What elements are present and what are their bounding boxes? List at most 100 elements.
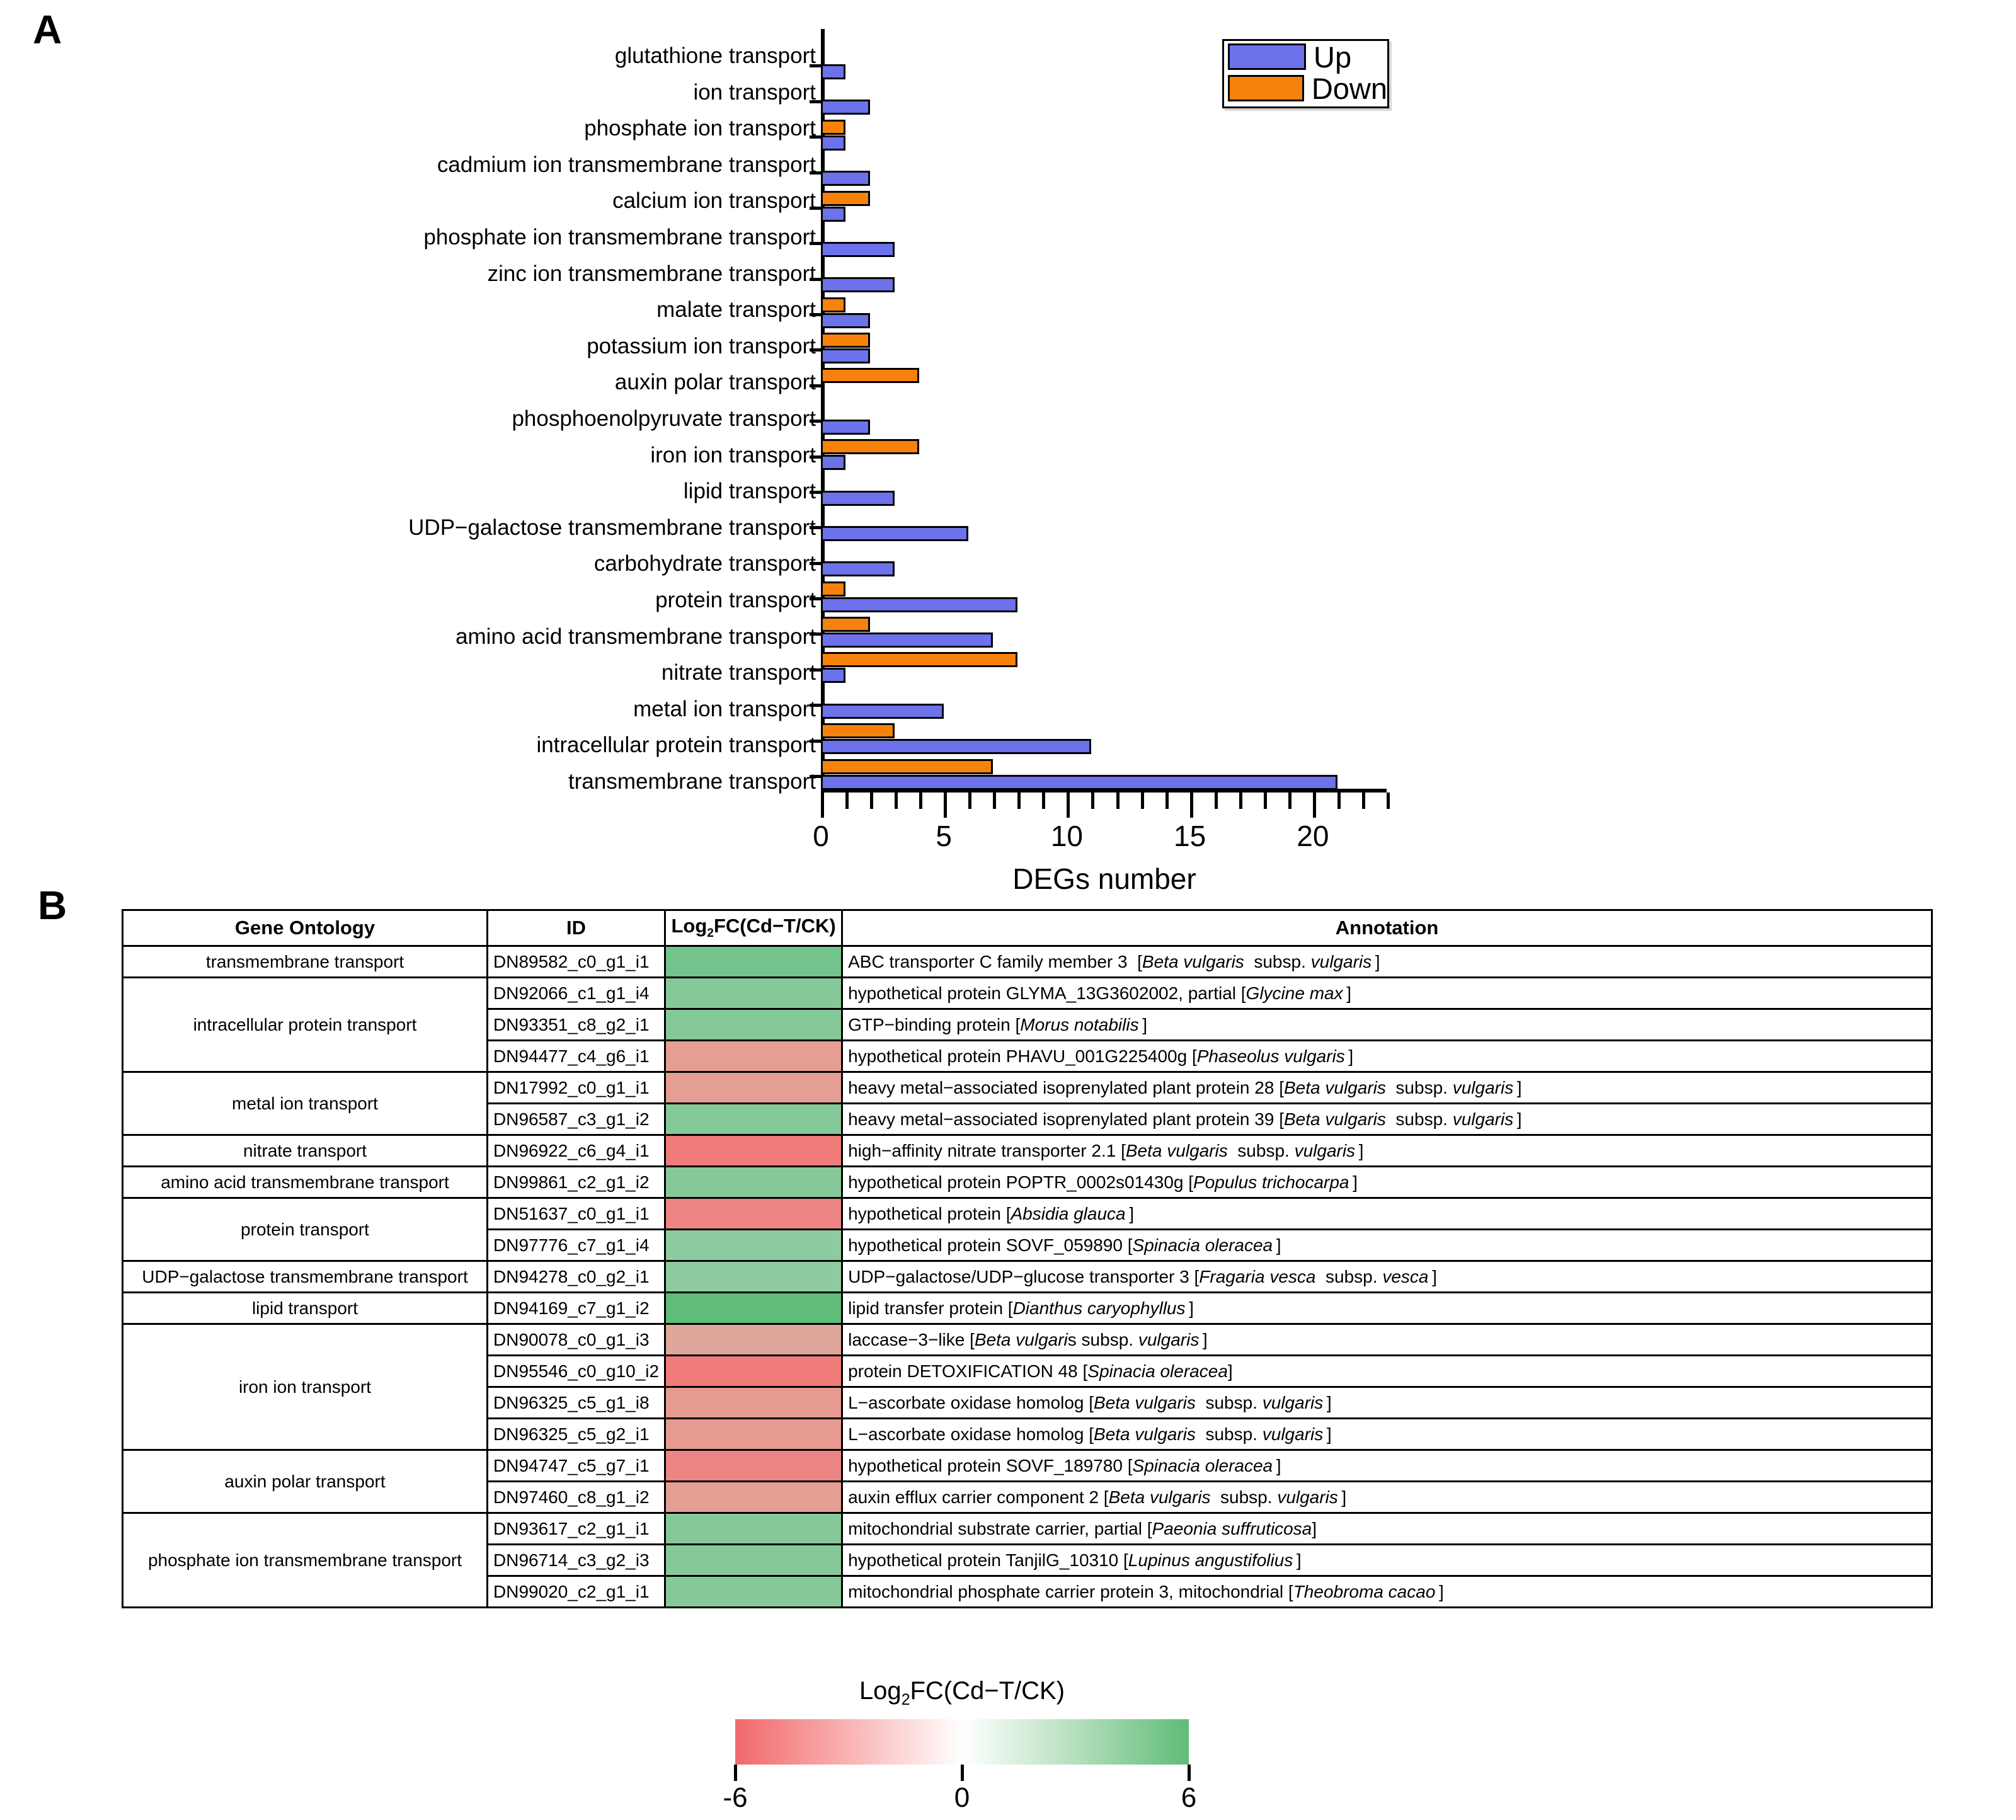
cell-log2fc-heat <box>664 1260 844 1293</box>
legend-label-down: Down <box>1311 71 1387 105</box>
colorbar-tick <box>1188 1765 1191 1781</box>
category-label: phosphoenolpyruvate transport <box>512 406 816 431</box>
cell-annotation: heavy metal−associated isoprenylated pla… <box>841 1071 1933 1104</box>
colorbar-tick-label: 6 <box>1181 1782 1197 1813</box>
x-axis-tick-label: 20 <box>1297 820 1329 852</box>
cell-log2fc-heat <box>664 1575 844 1608</box>
cell-gene-ontology: metal ion transport <box>122 1071 488 1136</box>
bar-up <box>821 171 871 186</box>
bar-up <box>821 561 895 577</box>
bar-down <box>821 617 871 632</box>
legend-swatch-down <box>1228 75 1304 101</box>
y-axis-tick <box>810 420 822 423</box>
bar-up <box>821 64 846 80</box>
category-label: carbohydrate transport <box>593 551 816 576</box>
colorbar-ticks <box>734 1765 1191 1782</box>
cell-gene-ontology: nitrate transport <box>122 1134 488 1167</box>
cell-gene-ontology: amino acid transmembrane transport <box>122 1165 488 1199</box>
cell-id: DN97460_c8_g1_i2 <box>486 1480 667 1514</box>
y-axis-tick <box>810 277 822 281</box>
bar-down <box>821 119 846 135</box>
cell-gene-ontology: lipid transport <box>122 1291 488 1325</box>
x-axis-minor-tick <box>1140 793 1144 809</box>
category-label: malate transport <box>656 297 816 323</box>
y-axis-tick <box>810 632 822 636</box>
header-log2fc-post: FC(Cd−T/CK) <box>713 915 836 937</box>
bar-down <box>821 758 994 774</box>
category-label: glutathione transport <box>614 43 816 68</box>
legend-entry-up: Up <box>1228 41 1387 72</box>
category-label: nitrate transport <box>661 660 816 685</box>
y-axis-tick <box>810 668 822 672</box>
category-label: phosphate ion transmembrane transport <box>423 224 816 249</box>
bar-up <box>821 312 871 328</box>
table-header-row: Gene Ontology ID Log2FC(Cd−T/CK) Annotat… <box>122 909 1933 947</box>
cell-log2fc-heat <box>664 1512 844 1545</box>
y-axis-tick <box>810 313 822 317</box>
bar-up <box>821 100 871 115</box>
cell-id: DN17992_c0_g1_i1 <box>486 1071 667 1104</box>
colorbar-title-post: FC(Cd−T/CK) <box>910 1677 1065 1705</box>
cell-annotation: high−affinity nitrate transporter 2.1 [B… <box>841 1134 1933 1167</box>
colorbar-tick <box>734 1765 737 1781</box>
cell-id: DN51637_c0_g1_i1 <box>486 1197 667 1230</box>
category-label: ion transport <box>693 79 816 105</box>
cell-log2fc-heat <box>664 1228 844 1262</box>
bar-down <box>821 297 846 312</box>
category-label: transmembrane transport <box>568 769 816 794</box>
colorbar-title: Log2FC(Cd−T/CK) <box>679 1677 1246 1709</box>
bar-up <box>821 597 1018 612</box>
bar-down <box>821 439 920 455</box>
bar-up <box>821 703 944 719</box>
category-label: zinc ion transmembrane transport <box>487 261 816 286</box>
x-axis-minor-tick <box>1017 793 1021 809</box>
category-label: metal ion transport <box>633 696 816 721</box>
bar-down <box>821 333 871 348</box>
header-id: ID <box>486 909 667 947</box>
cell-annotation: hypothetical protein SOVF_059890 [Spinac… <box>841 1228 1933 1262</box>
cell-log2fc-heat <box>664 1291 844 1325</box>
x-axis-tick-label: 0 <box>813 820 829 852</box>
gene-annotation-table: Gene Ontology ID Log2FC(Cd−T/CK) Annotat… <box>122 909 1933 1608</box>
x-axis-minor-tick <box>870 793 874 809</box>
y-axis-tick <box>810 455 822 459</box>
colorbar-title-pre: Log <box>859 1677 902 1705</box>
y-axis-tick <box>810 100 822 103</box>
bar-up <box>821 206 846 222</box>
bar-up <box>821 490 895 506</box>
cell-gene-ontology: UDP−galactose transmembrane transport <box>122 1260 488 1293</box>
colorbar-tick-label: -6 <box>723 1782 748 1813</box>
panel-b-letter: B <box>38 883 67 928</box>
cell-annotation: hypothetical protein PHAVU_001G225400g [… <box>841 1039 1933 1073</box>
cell-id: DN96714_c3_g2_i3 <box>486 1543 667 1577</box>
cell-annotation: lipid transfer protein [Dianthus caryoph… <box>841 1291 1933 1325</box>
cell-id: DN94477_c4_g6_i1 <box>486 1039 667 1073</box>
category-label: auxin polar transport <box>614 370 816 395</box>
category-label: lipid transport <box>683 479 816 504</box>
bar-up <box>821 455 846 471</box>
x-axis-tick-label: 10 <box>1050 820 1084 852</box>
header-log2fc-sub: 2 <box>707 927 714 941</box>
bar-up <box>821 739 1092 755</box>
cell-log2fc-heat <box>664 1008 844 1041</box>
cell-annotation: hypothetical protein GLYMA_13G3602002, p… <box>841 976 1933 1010</box>
bar-up <box>821 348 871 364</box>
bar-down <box>821 368 920 384</box>
x-axis-major-tick <box>1067 793 1070 818</box>
cell-log2fc-heat <box>664 1354 844 1388</box>
category-label: phosphate ion transport <box>584 116 816 141</box>
cell-id: DN94747_c5_g7_i1 <box>486 1449 667 1482</box>
y-axis-tick <box>810 171 822 175</box>
cell-log2fc-heat <box>664 1165 844 1199</box>
x-axis-minor-tick <box>1091 793 1095 809</box>
header-annotation: Annotation <box>841 909 1933 947</box>
